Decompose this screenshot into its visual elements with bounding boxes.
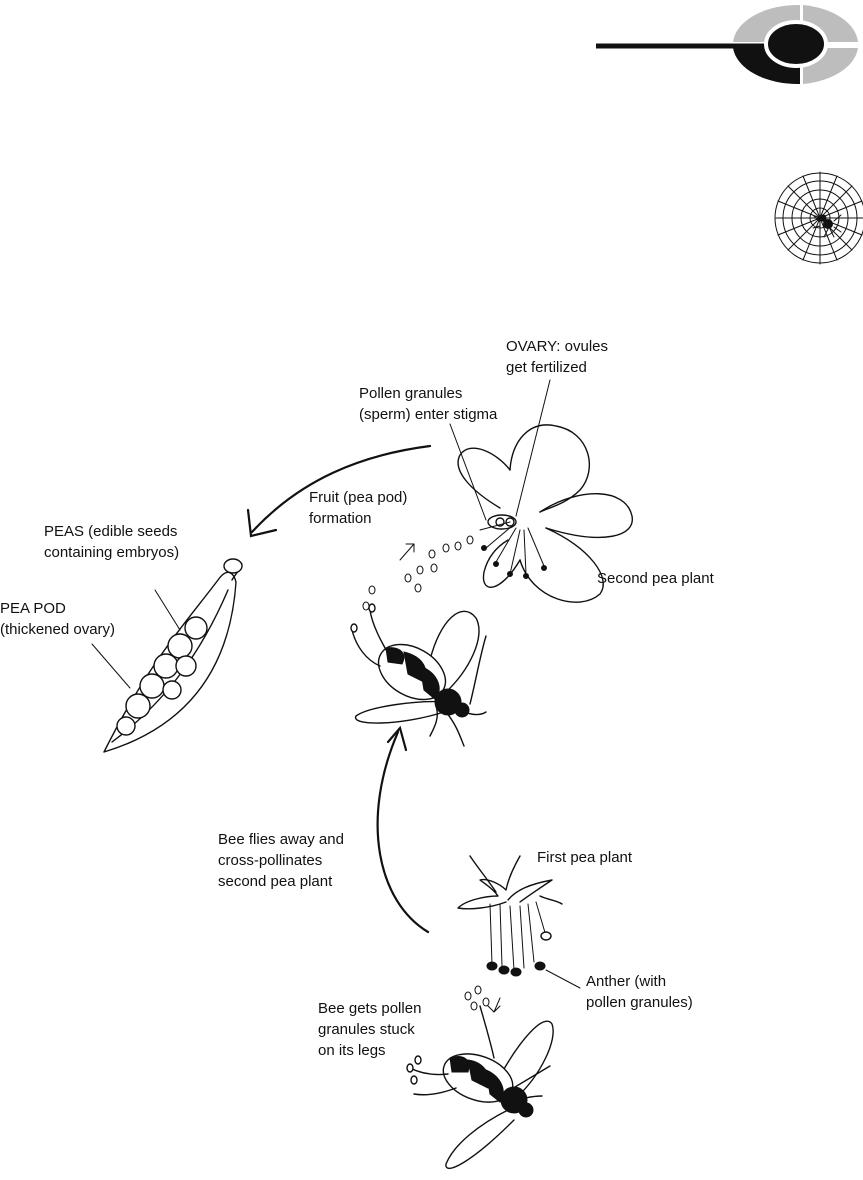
label-peas: PEAS (edible seeds containing embryos) bbox=[44, 523, 180, 561]
label-second-plant: Second pea plant bbox=[597, 570, 714, 587]
label-bee-flies: Bee flies away and cross-pollinates seco… bbox=[218, 831, 344, 890]
chapter-tab-icon bbox=[596, 4, 858, 85]
label-bee-pollen: Bee gets pollen granules stuck on its le… bbox=[318, 1000, 422, 1059]
pollen-granules-upper bbox=[362, 535, 474, 611]
pollen-granules-lower bbox=[464, 985, 501, 1013]
label-first-plant: First pea plant bbox=[537, 849, 633, 866]
label-ovary: OVARY: ovules get fertilized bbox=[506, 338, 608, 376]
arrow-to-pea-pod bbox=[246, 444, 432, 538]
lower-bee-drawing bbox=[406, 1005, 554, 1169]
label-anther: Anther (with pollen granules) bbox=[586, 973, 693, 1011]
label-fruit-formation: Fruit (pea pod) formation bbox=[309, 489, 408, 527]
label-pea-pod: PEA POD (thickened ovary) bbox=[0, 600, 116, 638]
pea-pod-drawing bbox=[91, 558, 243, 753]
spider-web-icon bbox=[774, 171, 863, 265]
upper-bee-drawing bbox=[350, 603, 487, 747]
second-flower-drawing bbox=[449, 379, 633, 603]
label-pollen-stigma: Pollen granules (sperm) enter stigma bbox=[359, 385, 498, 423]
arrow-bee-flies bbox=[376, 725, 430, 934]
first-flower-drawing bbox=[457, 855, 581, 989]
